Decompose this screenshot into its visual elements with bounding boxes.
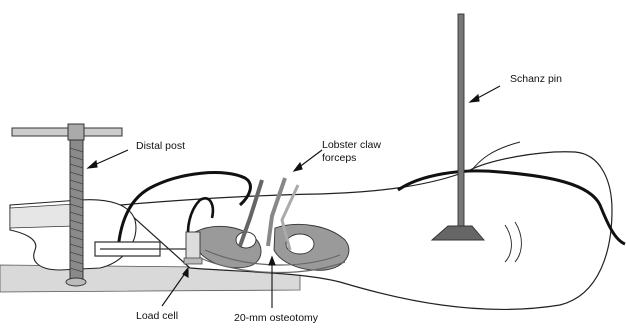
distal-post-nut — [66, 278, 86, 286]
arrow-lobster-claw — [298, 150, 322, 168]
label-lobster-claw-line1: Lobster claw — [322, 139, 381, 151]
label-lobster-claw-line2: forceps — [322, 152, 356, 164]
arrow-distal-post — [92, 150, 128, 166]
load-cell-cap — [184, 258, 202, 264]
label-schanz-pin: Schanz pin — [510, 73, 562, 85]
load-cell-body — [186, 232, 200, 262]
label-osteotomy: 20-mm osteotomy — [234, 312, 318, 324]
schanz-pin-shaft — [458, 14, 464, 236]
distal-post-shaft — [70, 140, 83, 280]
distal-post-handle — [12, 128, 122, 136]
distal-post-head — [68, 124, 84, 140]
label-distal-post: Distal post — [136, 140, 185, 152]
osteotomy-gap — [286, 234, 314, 254]
foot-band — [10, 204, 75, 228]
label-load-cell: Load cell — [136, 310, 178, 322]
